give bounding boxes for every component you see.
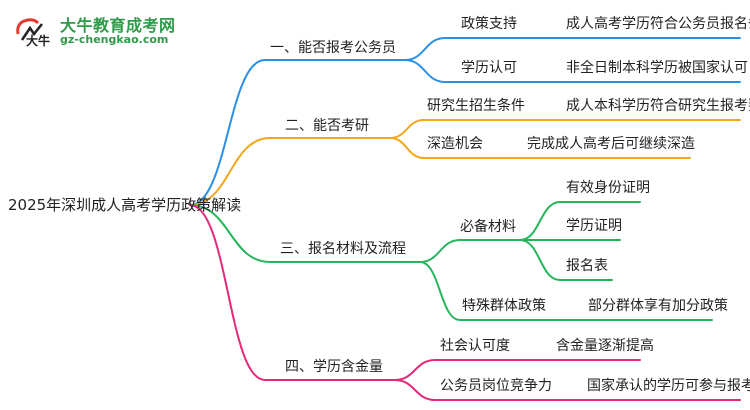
branch-4-leaf-1: 含金量逐渐提高 bbox=[556, 338, 654, 354]
branch-2-leaf-2: 完成成人高考后可继续深造 bbox=[527, 136, 695, 152]
connector-root-branch-2 bbox=[189, 137, 391, 206]
connector-root-branch-4 bbox=[189, 204, 396, 381]
connector-branch-1-node-2 bbox=[404, 59, 741, 83]
logo-mark-icon: 大牛 bbox=[16, 18, 50, 48]
material-item-2: 学历证明 bbox=[566, 218, 622, 234]
branch-4-node-2: 公务员岗位竞争力 bbox=[440, 378, 552, 394]
branch-4-node-1: 社会认可度 bbox=[440, 338, 510, 354]
branch-2-node-1: 研究生招生条件 bbox=[427, 98, 525, 114]
branch-1-node-2: 学历认可 bbox=[461, 60, 517, 76]
connector-branch-4-node-2 bbox=[394, 379, 741, 401]
branch-3-node-1: 必备材料 bbox=[460, 219, 516, 235]
material-item-3: 报名表 bbox=[566, 258, 608, 274]
connector-branch-2-node-2 bbox=[389, 137, 691, 159]
connector-root-branch-3 bbox=[189, 204, 421, 263]
branch-4-label: 四、学历含金量 bbox=[285, 359, 383, 375]
material-item-1: 有效身份证明 bbox=[566, 180, 650, 196]
logo-url: gz-chengkao.com bbox=[60, 33, 169, 46]
connector-branch-3-node-1 bbox=[419, 239, 521, 263]
branch-1-label: 一、能否报考公务员 bbox=[270, 40, 396, 56]
connector-root-branch-1 bbox=[189, 59, 406, 206]
branch-2-leaf-1: 成人本科学历符合研究生报考要求 bbox=[566, 98, 750, 114]
branch-2-label: 二、能否考研 bbox=[285, 118, 369, 134]
branch-3-node-2: 特殊群体政策 bbox=[462, 298, 546, 314]
branch-3-leaf-2: 部分群体享有加分政策 bbox=[588, 298, 728, 314]
branch-4-leaf-2: 国家承认的学历可参与报考 bbox=[587, 378, 750, 394]
connector-branch-1-node-1 bbox=[404, 37, 741, 61]
connector-material-1 bbox=[519, 201, 641, 241]
branch-1-leaf-1: 成人高考学历符合公务员报名条件 bbox=[566, 16, 750, 32]
connector-branch-4-node-1 bbox=[394, 359, 641, 381]
svg-text:大牛: 大牛 bbox=[26, 33, 50, 48]
logo-name: 大牛教育成考网 bbox=[60, 16, 176, 35]
connector-branch-2-node-1 bbox=[389, 119, 741, 139]
site-logo: 大牛 大牛教育成考网 gz-chengkao.com bbox=[8, 10, 178, 50]
branch-2-node-2: 深造机会 bbox=[427, 136, 483, 152]
connector-material-3 bbox=[519, 239, 613, 281]
branch-1-node-1: 政策支持 bbox=[461, 16, 517, 32]
connector-branch-3-node-2 bbox=[419, 261, 713, 321]
branch-3-label: 三、报名材料及流程 bbox=[280, 241, 406, 257]
branch-1-leaf-2: 非全日制本科学历被国家认可 bbox=[566, 60, 748, 76]
mindmap-root: 2025年深圳成人高考学历政策解读 bbox=[8, 196, 242, 214]
